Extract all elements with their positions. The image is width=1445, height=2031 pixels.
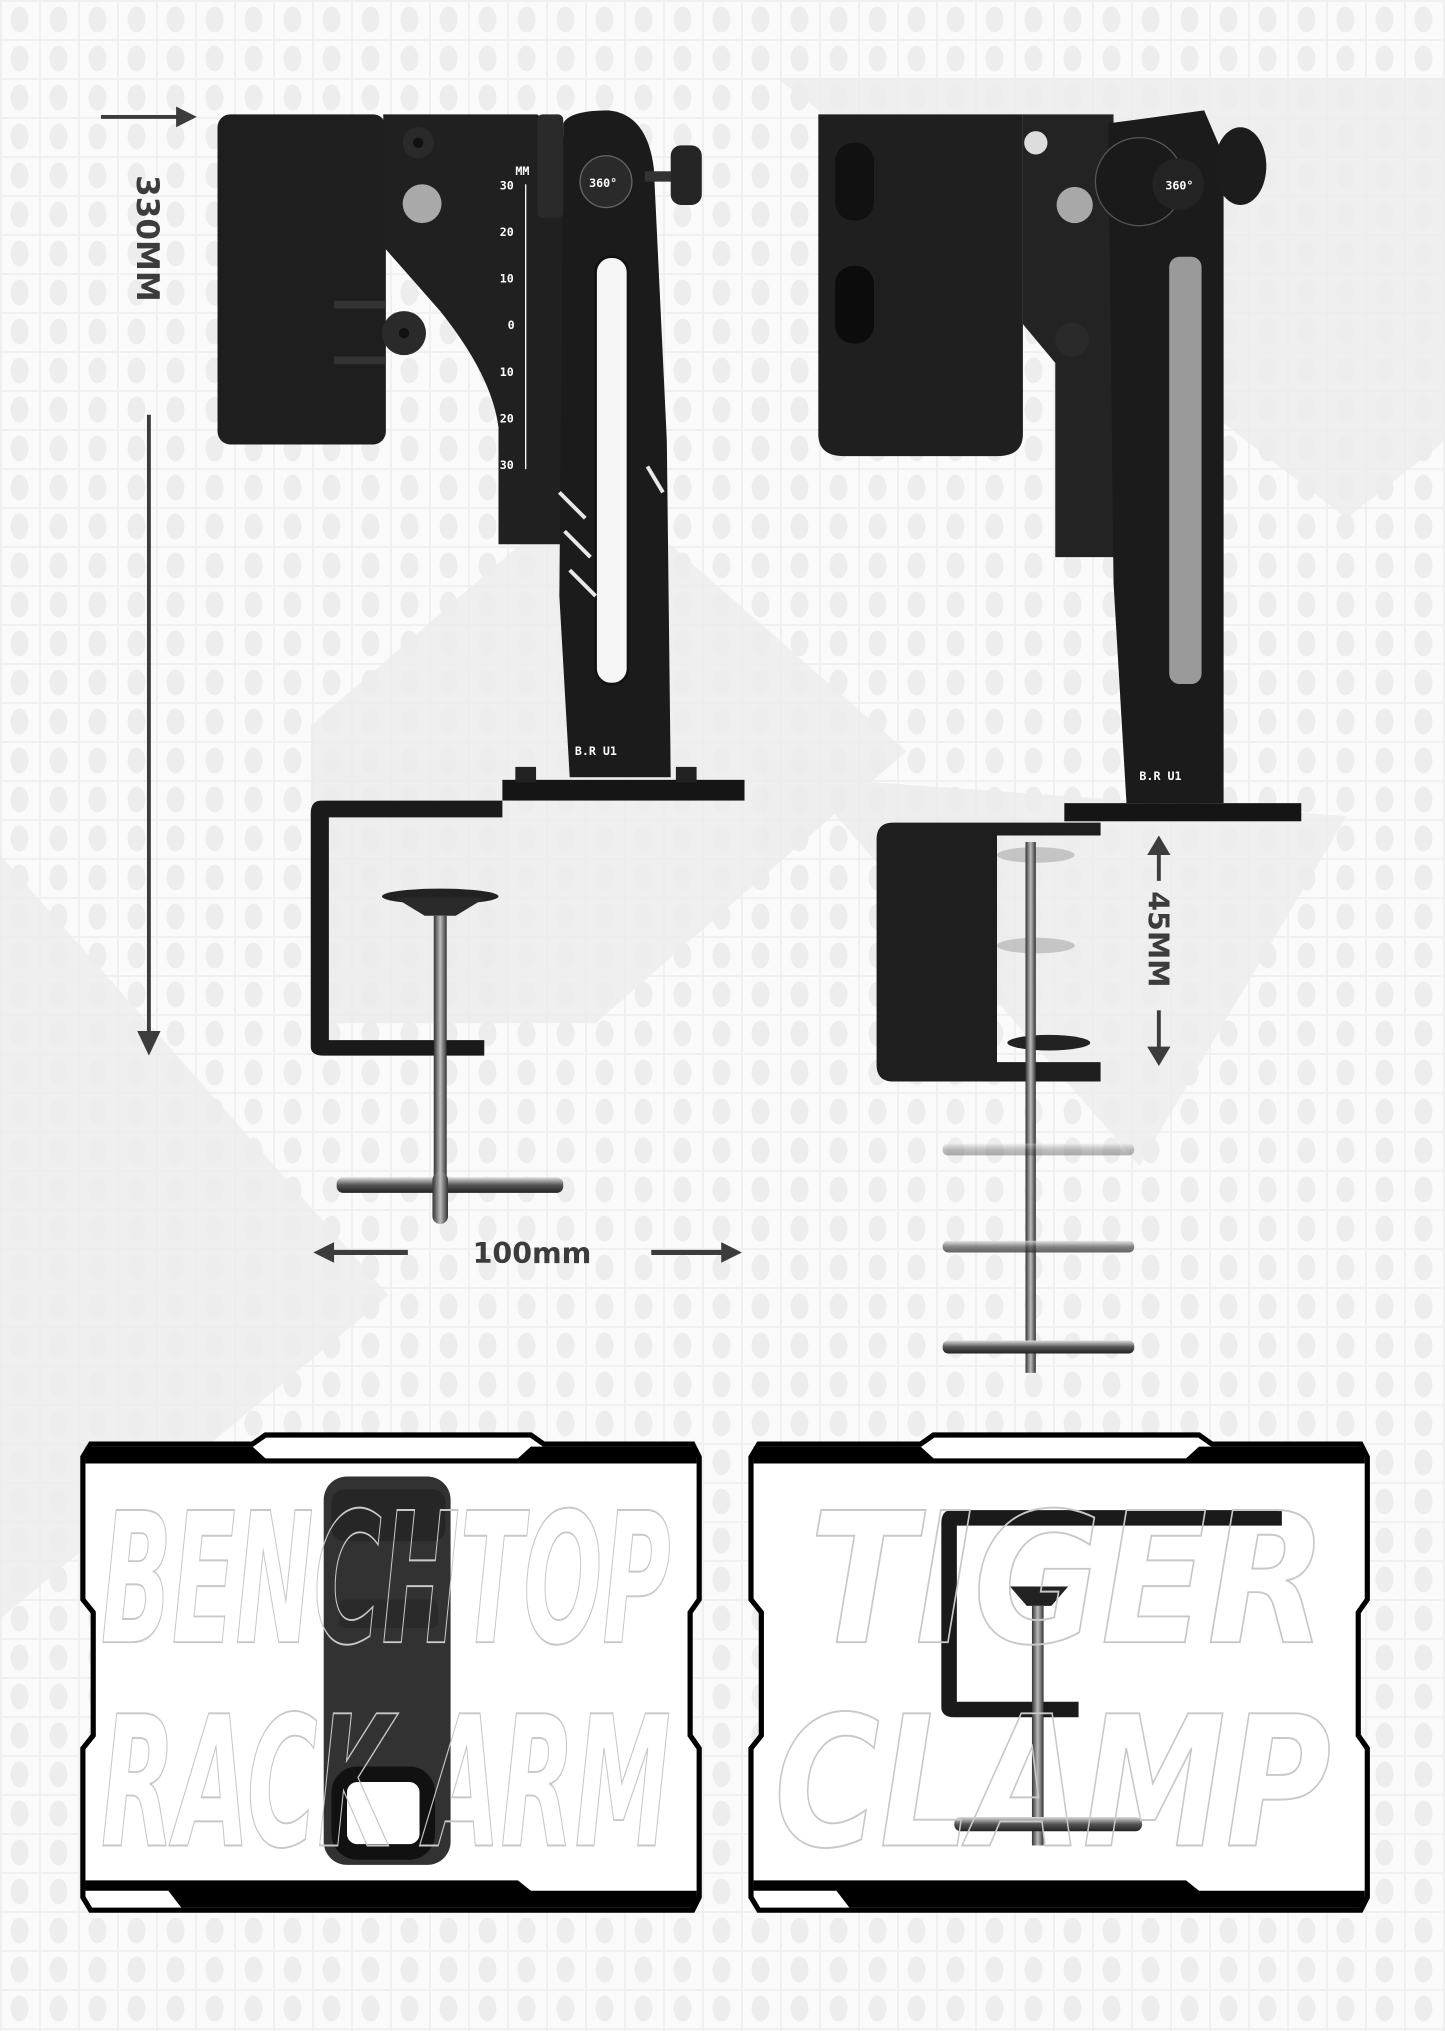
arrow-up-icon [1147,835,1171,855]
arrow-down-icon [137,1031,161,1056]
scale-ruler: 30 20 10 0 10 20 30 [500,178,527,472]
scale-unit-label: MM [515,164,529,178]
height-dimension: 330MM [100,106,197,1056]
scale-tick-label: 20 [500,411,514,425]
clamp-range-label: 45MM [1141,891,1174,987]
width-label: 100mm [473,1237,592,1270]
panel-watermark-line: BENCHTOP [101,1474,671,1685]
scale-tick-label: 10 [500,272,514,286]
clamp-range-dimension: 45MM [1141,835,1174,1066]
scale-tick-label: 10 [500,365,514,379]
width-dimension: 100mm [313,1237,742,1270]
scale-tick-label: 30 [500,178,514,192]
brand-logo: B.R U1 [575,744,617,758]
arrow-left-icon [313,1242,335,1263]
rack-arm-front-view: MM 30 20 10 0 10 20 30 360° B.R U1 [217,110,745,1224]
panel-watermark-line: CLAMP [774,1677,1331,1888]
arrow-right-icon [721,1242,742,1263]
height-label: 330MM [129,175,165,302]
panel-benchtop-rack-arm: BENCHTOP RACK ARM [80,1432,702,1913]
rotation-badge: 360° [589,176,617,190]
panel-watermark-line: TIGER [809,1474,1327,1685]
arrow-down-icon [1147,1046,1171,1066]
panel-tiger-clamp: TIGER CLAMP [748,1432,1370,1913]
scale-tick-label: 0 [508,318,515,332]
panel-watermark-line: RACK ARM [101,1677,671,1888]
arrow-right-icon [176,106,197,128]
rack-arm-angled-view: 360° B.R U1 [818,110,1302,1373]
brand-logo: B.R U1 [1139,769,1181,783]
rotation-badge: 360° [1165,178,1193,192]
background-chevrons [0,78,1445,1619]
tiger-clamp-product [941,1510,1282,1846]
scale-tick-label: 20 [500,225,514,239]
scale-tick-label: 30 [500,458,514,472]
rack-arm-top-view [323,1476,451,1865]
